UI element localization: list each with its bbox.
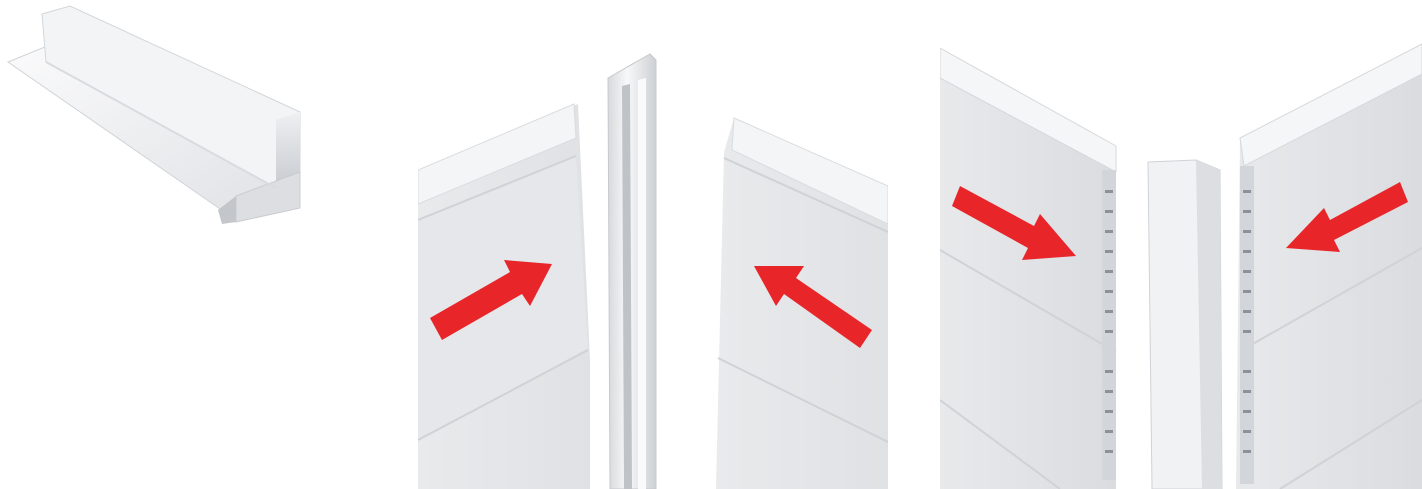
assembly-front-view [418,0,888,489]
profile-render [0,0,400,489]
assembly-section-view [940,0,1422,489]
corner-assembly-icon [418,0,888,489]
corner-section-icon [940,0,1422,489]
corner-profile-icon [0,0,400,489]
